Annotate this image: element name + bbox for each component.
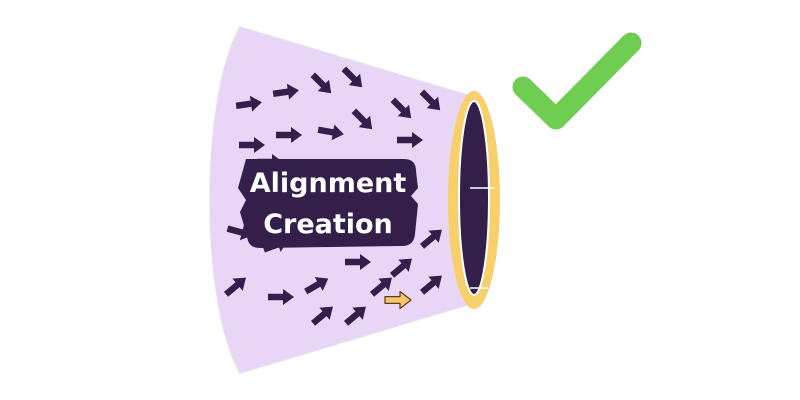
arrow-icon	[343, 306, 366, 326]
arrow-icon	[419, 275, 442, 295]
check-mark-icon	[512, 32, 642, 130]
arrow-icon	[389, 258, 412, 278]
arrow-icon	[341, 66, 363, 88]
arrow-icon	[310, 306, 333, 326]
arrow-icon	[419, 89, 441, 111]
arrow-icon	[223, 277, 246, 297]
arrow-icon	[390, 97, 412, 119]
arrow-icon	[235, 95, 262, 112]
arrow-icon	[419, 229, 442, 249]
arrow-icon	[397, 132, 423, 148]
arrow-icon	[369, 277, 392, 297]
label-box: Alignment Creation	[238, 159, 418, 248]
arrow-icon	[272, 83, 299, 100]
arrow-icon	[304, 277, 329, 295]
arrow-icon	[268, 289, 294, 305]
label-line-1: Alignment	[250, 168, 407, 199]
arrow-icon	[239, 137, 265, 153]
arrow-icon	[276, 127, 302, 143]
arrow-icon	[345, 254, 371, 270]
label-line-2: Creation	[263, 209, 393, 240]
arrow-icon	[317, 124, 344, 141]
funnel-ring	[448, 91, 500, 309]
arrow-icon	[351, 108, 373, 130]
arrow-icon	[310, 72, 332, 94]
highlight-arrow-icon	[384, 290, 412, 310]
